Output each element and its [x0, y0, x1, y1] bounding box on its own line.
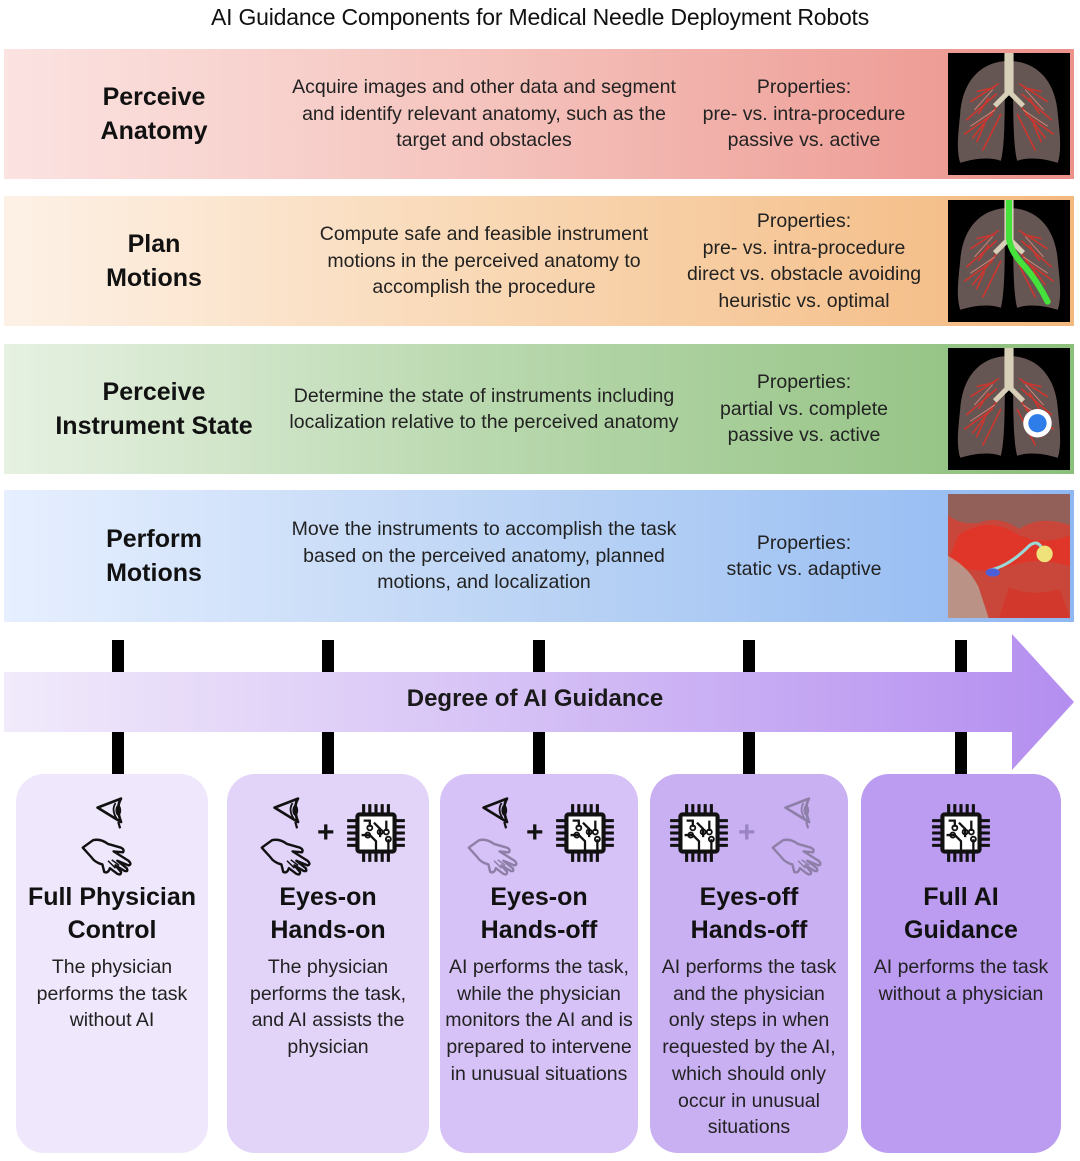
component-properties: Properties: pre- vs. intra-procedure dir…	[686, 210, 922, 312]
axis-tick	[112, 732, 124, 774]
component-properties: Properties: pre- vs. intra-procedure pas…	[702, 76, 906, 152]
planned-path	[1005, 200, 1051, 305]
axis-tick	[955, 732, 967, 774]
axis-tick	[533, 640, 545, 672]
axis-tick	[533, 732, 545, 774]
level-icons: +	[440, 792, 638, 880]
axis-tick	[112, 640, 124, 672]
axis-tick	[322, 640, 334, 672]
eye-icon	[94, 794, 130, 832]
level-icons: +	[650, 792, 848, 880]
level-description: AI performs the task without a physician	[873, 956, 1049, 1005]
chip-icon	[343, 800, 409, 866]
figure-title: AI Guidance Components for Medical Needl…	[210, 4, 870, 30]
needle-in-anatomy-image	[948, 494, 1070, 618]
plus-icon: +	[317, 816, 335, 849]
hand-icon	[259, 836, 315, 878]
level-icons	[861, 792, 1061, 880]
hand-icon-faded	[770, 836, 826, 878]
axis-arrow	[4, 634, 1074, 770]
level-description: AI performs the task and the physician o…	[661, 956, 837, 1139]
component-description: Move the instruments to accomplish the t…	[291, 518, 677, 594]
axis-label: Degree of AI Guidance	[406, 685, 664, 712]
hand-icon	[80, 836, 136, 878]
component-description: Acquire images and other data and segmen…	[292, 76, 676, 152]
lung-instrument-localization-image	[948, 348, 1070, 470]
axis-tick	[322, 732, 334, 774]
level-description: The physician performs the task, and AI …	[249, 956, 407, 1059]
chip-icon	[928, 800, 994, 866]
level-description: The physician performs the task without …	[36, 956, 188, 1032]
eye-icon	[271, 794, 307, 832]
component-description: Determine the state of instruments inclu…	[289, 384, 679, 434]
lung-planned-path-image	[948, 200, 1070, 322]
axis-tick	[743, 732, 755, 774]
ai-guidance-axis: Degree of AI Guidance	[0, 632, 1080, 774]
chip-icon	[666, 800, 732, 866]
level-icons	[16, 792, 208, 880]
axis-tick	[743, 640, 755, 672]
eye-icon-faded	[782, 794, 818, 832]
chip-icon	[552, 800, 618, 866]
level-description: AI performs the task, while the physicia…	[445, 956, 633, 1085]
hand-icon-faded	[466, 836, 522, 878]
component-properties: Properties: partial vs. complete passive…	[720, 371, 888, 447]
plus-icon-faded: +	[738, 816, 756, 849]
axis-tick	[955, 640, 967, 672]
eye-icon	[480, 794, 516, 832]
lung-anatomy-image	[948, 53, 1070, 175]
plus-icon: +	[526, 816, 544, 849]
component-properties: Properties: static vs. adaptive	[726, 531, 882, 581]
level-icons: +	[227, 792, 429, 880]
component-description: Compute safe and feasible instrument mot…	[319, 223, 649, 299]
